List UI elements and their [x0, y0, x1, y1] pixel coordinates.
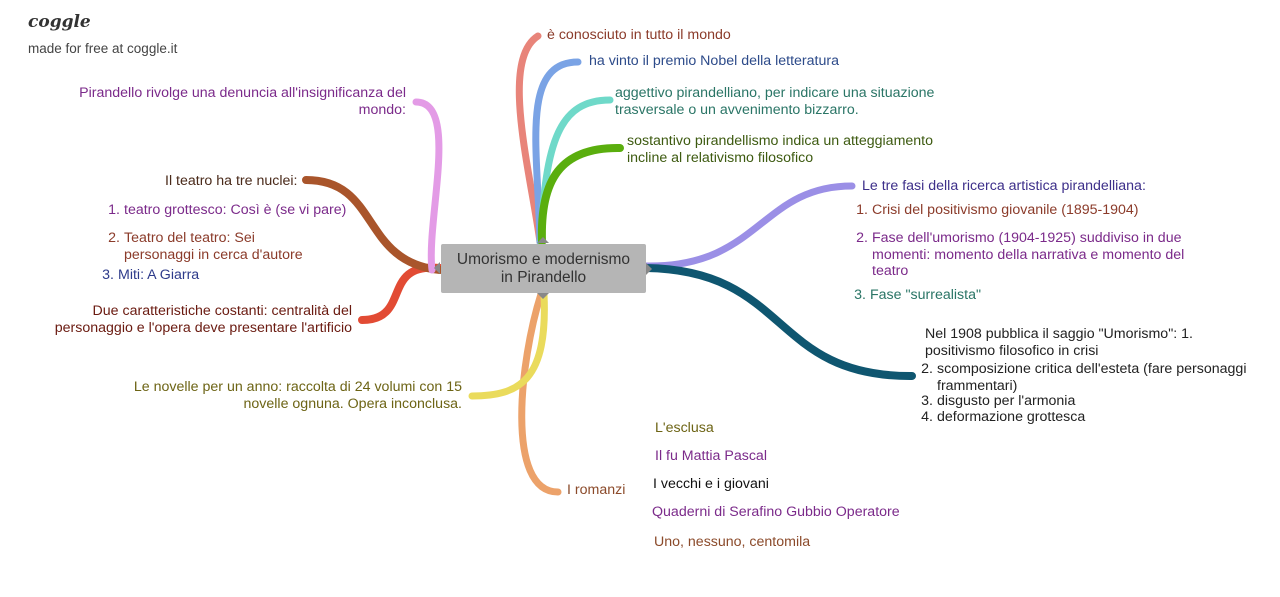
teatro-2-text: Teatro del teatro: Sei personaggi in cer…: [124, 230, 303, 263]
node-teatro-title-text: Il teatro ha tre nuclei:: [165, 173, 298, 189]
book-vecchi-giovani[interactable]: I vecchi e i giovani: [653, 476, 769, 493]
saggio-3-number: 3.: [921, 393, 933, 409]
node-fase-3[interactable]: 3. Fase "surrealista": [846, 287, 981, 304]
fase-3-number: 3.: [854, 287, 866, 303]
node-novelle[interactable]: Le novelle per un anno: raccolta di 24 v…: [120, 379, 462, 412]
branch-denuncia[interactable]: [412, 98, 443, 274]
node-denuncia[interactable]: Pirandello rivolge una denuncia all'insi…: [70, 85, 406, 118]
node-teatro-3[interactable]: 3. Miti: A Giarra: [94, 267, 199, 284]
node-sostantivo[interactable]: sostantivo pirandellismo indica un atteg…: [627, 133, 947, 166]
fase-2-text: Fase dell'umorismo (1904-1925) suddiviso…: [872, 230, 1185, 279]
branch-fasi[interactable]: [642, 182, 856, 270]
saggio-4-number: 4.: [921, 409, 933, 425]
node-fasi-title[interactable]: Le tre fasi della ricerca artistica pira…: [862, 178, 1146, 195]
central-node-title: Umorismo e modernismo in Pirandello: [456, 250, 631, 286]
node-aggettivo-text: aggettivo pirandelliano, per indicare un…: [615, 85, 935, 118]
teatro-1-text: teatro grottesco: Così è (se vi pare): [124, 202, 347, 218]
saggio-3-text: disgusto per l'armonia: [937, 393, 1076, 409]
node-saggio-4[interactable]: 4. deformazione grottesca: [913, 409, 1085, 426]
branch-aggettivo[interactable]: [537, 96, 614, 246]
node-romanzi-text: I romanzi: [567, 482, 626, 498]
branch-saggio[interactable]: [642, 264, 916, 381]
node-fase-2[interactable]: 2. Fase dell'umorismo (1904-1925) suddiv…: [848, 230, 1193, 280]
node-romanzi[interactable]: I romanzi: [567, 482, 625, 499]
teatro-2-number: 2.: [108, 230, 120, 246]
fase-2-number: 2.: [856, 230, 868, 246]
central-node[interactable]: Umorismo e modernismo in Pirandello: [441, 244, 646, 293]
branch-teatro[interactable]: [302, 176, 444, 274]
node-teatro-1[interactable]: 1. teatro grottesco: Così è (se vi pare): [100, 202, 346, 219]
node-fasi-title-text: Le tre fasi della ricerca artistica pira…: [862, 178, 1146, 194]
coggle-logo[interactable]: coggle: [28, 12, 91, 32]
fase-3-text: Fase "surrealista": [870, 287, 981, 303]
branch-costanti[interactable]: [358, 263, 444, 324]
book-esclusa-text: L'esclusa: [655, 420, 714, 436]
node-conosciuto[interactable]: è conosciuto in tutto il mondo: [547, 27, 731, 44]
book-uno-nessuno[interactable]: Uno, nessuno, centomila: [654, 534, 810, 551]
node-aggettivo[interactable]: aggettivo pirandelliano, per indicare un…: [615, 85, 960, 118]
book-serafino-gubbio-text: Quaderni di Serafino Gubbio Operatore: [652, 504, 900, 520]
fase-1-number: 1.: [856, 202, 868, 218]
teatro-3-text: Miti: A Giarra: [118, 267, 200, 283]
branch-novelle[interactable]: [468, 290, 548, 400]
saggio-2-text: scomposizione critica dell'esteta (fare …: [937, 361, 1247, 394]
made-with-coggle-text[interactable]: made for free at coggle.it: [28, 41, 178, 56]
node-denuncia-text: Pirandello rivolge una denuncia all'insi…: [79, 85, 406, 118]
node-nobel-text: ha vinto il premio Nobel della letteratu…: [589, 53, 839, 69]
node-fase-1[interactable]: 1. Crisi del positivismo giovanile (1895…: [848, 202, 1139, 219]
node-costanti[interactable]: Due caratteristiche costanti: centralità…: [40, 303, 352, 336]
branch-sostantivo[interactable]: [537, 143, 624, 246]
fase-1-text: Crisi del positivismo giovanile (1895-19…: [872, 202, 1139, 218]
center-connectors: [434, 237, 652, 299]
node-saggio-2[interactable]: 2. scomposizione critica dell'esteta (fa…: [913, 361, 1263, 394]
book-mattia-pascal[interactable]: Il fu Mattia Pascal: [655, 448, 767, 465]
node-nobel[interactable]: ha vinto il premio Nobel della letteratu…: [589, 53, 839, 70]
book-serafino-gubbio[interactable]: Quaderni di Serafino Gubbio Operatore: [652, 504, 900, 521]
branch-romanzi[interactable]: [518, 290, 562, 496]
teatro-3-number: 3.: [102, 267, 114, 283]
node-teatro-title[interactable]: Il teatro ha tre nuclei:: [165, 173, 298, 190]
book-vecchi-giovani-text: I vecchi e i giovani: [653, 476, 769, 492]
node-teatro-2[interactable]: 2. Teatro del teatro: Sei personaggi in …: [100, 230, 325, 263]
book-esclusa[interactable]: L'esclusa: [655, 420, 714, 437]
teatro-1-number: 1.: [108, 202, 120, 218]
node-conosciuto-text: è conosciuto in tutto il mondo: [547, 27, 731, 43]
saggio-4-text: deformazione grottesca: [937, 409, 1086, 425]
node-sostantivo-text: sostantivo pirandellismo indica un atteg…: [627, 133, 934, 166]
book-mattia-pascal-text: Il fu Mattia Pascal: [655, 448, 767, 464]
book-uno-nessuno-text: Uno, nessuno, centomila: [654, 534, 811, 550]
node-saggio-title-text: Nel 1908 pubblica il saggio "Umorismo": …: [925, 326, 1193, 359]
branch-nobel[interactable]: [532, 58, 582, 246]
node-saggio-3[interactable]: 3. disgusto per l'armonia: [913, 393, 1075, 410]
node-saggio-title[interactable]: Nel 1908 pubblica il saggio "Umorismo": …: [925, 326, 1215, 359]
saggio-2-number: 2.: [921, 361, 933, 377]
node-costanti-text: Due caratteristiche costanti: centralità…: [54, 303, 352, 336]
node-novelle-text: Le novelle per un anno: raccolta di 24 v…: [133, 379, 462, 412]
